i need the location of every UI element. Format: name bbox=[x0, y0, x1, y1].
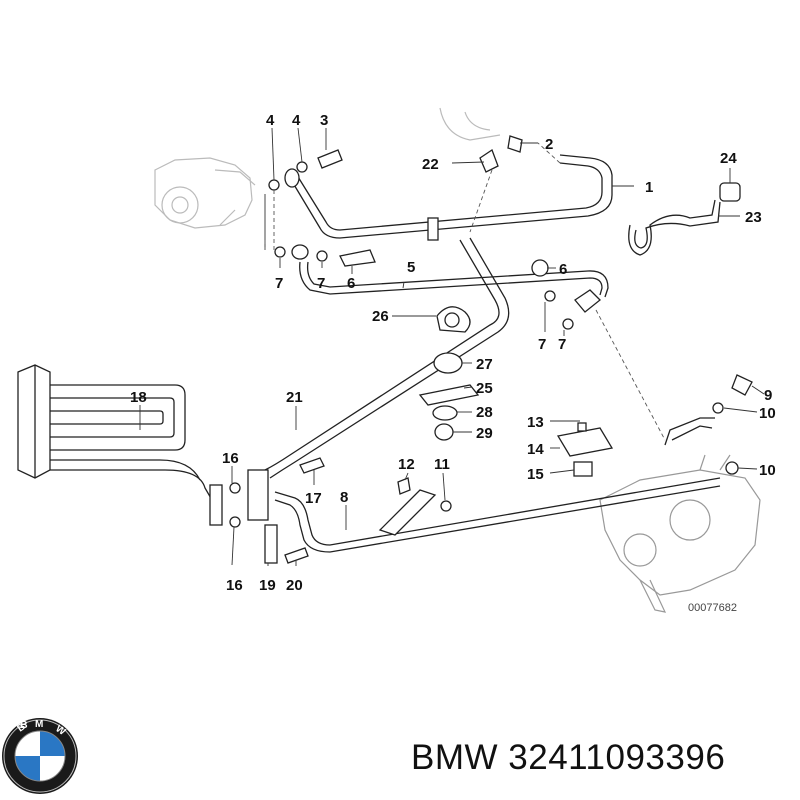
svg-text:M: M bbox=[35, 719, 43, 730]
callout-29: 29 bbox=[476, 425, 493, 442]
callout-11: 11 bbox=[434, 456, 450, 473]
callout-19: 19 bbox=[259, 577, 276, 594]
bmw-logo: B B M W bbox=[2, 718, 78, 794]
callout-2: 2 bbox=[545, 136, 553, 153]
bmw-logo-text: B bbox=[20, 720, 35, 731]
callout-14: 14 bbox=[527, 441, 544, 458]
callout-6b: 6 bbox=[559, 261, 567, 278]
callout-labels: 1 2 3 4 4 5 6 6 7 7 7 7 8 9 10 10 11 12 … bbox=[130, 112, 776, 594]
callout-15: 15 bbox=[527, 466, 544, 483]
cooler-feed-line bbox=[264, 237, 510, 479]
callout-7c: 7 bbox=[538, 336, 546, 353]
line-holder bbox=[628, 182, 741, 256]
part-number-label: BMW 32411093396 bbox=[411, 738, 726, 777]
callout-6a: 6 bbox=[347, 275, 355, 292]
callout-28: 28 bbox=[476, 404, 493, 421]
callout-4a: 4 bbox=[266, 112, 275, 129]
callout-22: 22 bbox=[422, 156, 439, 173]
line-bracket bbox=[378, 489, 437, 536]
steering-gear-ghost bbox=[599, 454, 761, 613]
hose-clamp bbox=[436, 306, 471, 333]
callout-7b: 7 bbox=[317, 275, 325, 292]
callout-3: 3 bbox=[320, 112, 328, 129]
callout-7a: 7 bbox=[275, 275, 283, 292]
callout-16b: 16 bbox=[226, 577, 243, 594]
dashed-leaders bbox=[264, 142, 666, 441]
fittings bbox=[229, 135, 753, 564]
callout-12: 12 bbox=[398, 456, 415, 473]
reservoir-hose-ghost bbox=[439, 107, 501, 141]
callout-10a: 10 bbox=[759, 405, 776, 422]
callout-1: 1 bbox=[645, 179, 653, 196]
drawing-number: 00077682 bbox=[688, 602, 737, 614]
callout-8: 8 bbox=[340, 489, 348, 506]
callout-27: 27 bbox=[476, 356, 493, 373]
leader-lines bbox=[139, 127, 765, 566]
callout-10b: 10 bbox=[759, 462, 776, 479]
oil-cooler bbox=[17, 364, 223, 526]
mount-stack bbox=[418, 352, 480, 441]
callout-18: 18 bbox=[130, 389, 147, 406]
callout-20: 20 bbox=[286, 577, 303, 594]
callout-16a: 16 bbox=[222, 450, 239, 467]
callout-5: 5 bbox=[407, 259, 415, 276]
callout-26: 26 bbox=[372, 308, 389, 325]
callout-7d: 7 bbox=[558, 336, 566, 353]
cooler-return-line bbox=[274, 417, 721, 553]
callout-13: 13 bbox=[527, 414, 544, 431]
callout-17: 17 bbox=[305, 490, 322, 507]
callout-9: 9 bbox=[764, 387, 772, 404]
power-steering-pump-ghost bbox=[154, 157, 256, 229]
return-line bbox=[289, 154, 613, 241]
callout-24: 24 bbox=[720, 150, 737, 167]
callout-25: 25 bbox=[476, 380, 493, 397]
callout-23: 23 bbox=[745, 209, 762, 226]
mounting-bracket bbox=[556, 422, 614, 477]
pressure-line bbox=[299, 261, 609, 313]
callout-21: 21 bbox=[286, 389, 303, 406]
callout-4b: 4 bbox=[292, 112, 301, 129]
